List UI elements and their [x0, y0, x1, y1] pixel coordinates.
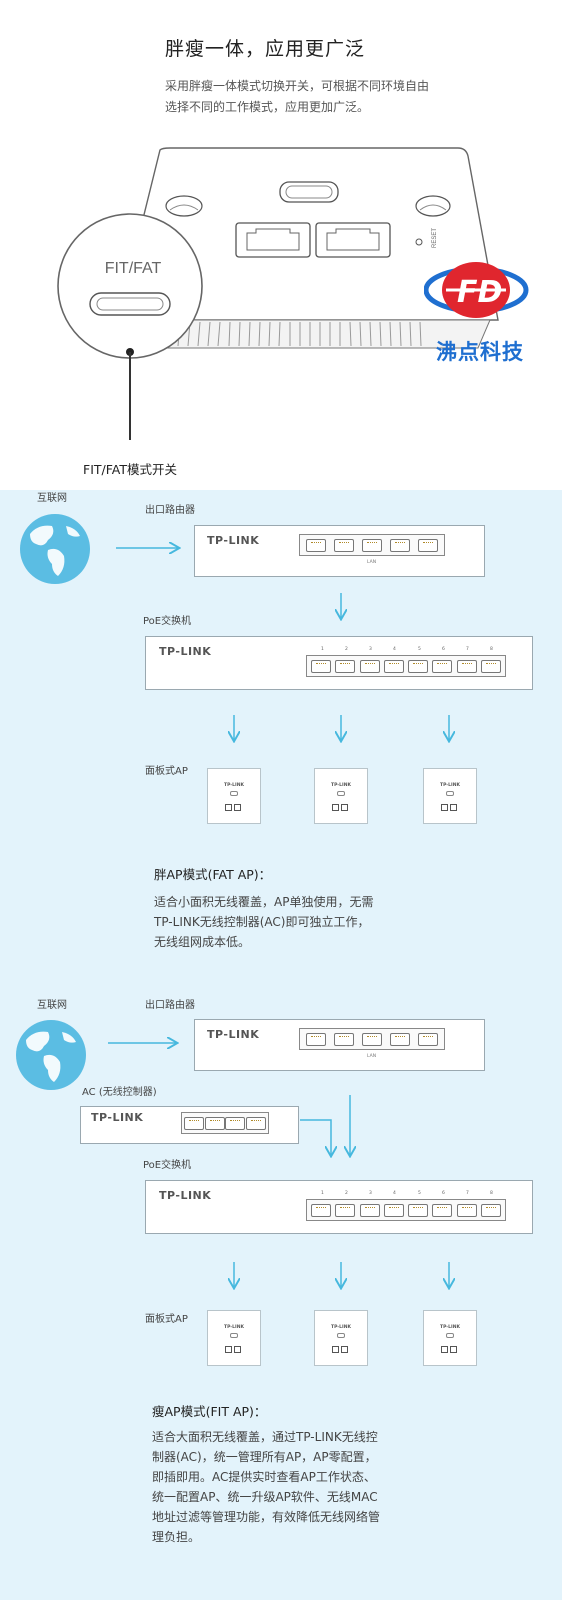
fit-poe-brand: TP-LINK [159, 1189, 212, 1202]
fit-poe-switch: TP-LINK 1 2 3 4 5 6 7 8 [145, 1180, 533, 1234]
fit-ap-1: TP-LINK [207, 1310, 261, 1366]
intro-line-2: 选择不同的工作模式，应用更加广泛。 [165, 100, 370, 114]
fat-internet-label: 互联网 [37, 493, 67, 504]
fit-internet-label: 互联网 [37, 1000, 67, 1011]
fit-lan-label: LAN [367, 1054, 377, 1059]
fat-router-label: 出口路由器 [145, 505, 195, 516]
page-title: 胖瘦一体，应用更广泛 [165, 38, 366, 60]
fit-ac-ports [181, 1112, 269, 1134]
zoom-label: FIT/FAT [105, 260, 162, 277]
fit-poe-ports [306, 1199, 506, 1221]
fat-lan-label: LAN [367, 560, 377, 565]
fit-router-ports [299, 1028, 445, 1050]
fat-ap-label: 面板式AP [145, 766, 188, 777]
fat-router-ports [299, 534, 445, 556]
fit-mode-desc: 适合大面积无线覆盖，通过TP-LINK无线控 制器(AC)，统一管理所有AP，A… [152, 1430, 381, 1544]
fit-poe-label: PoE交换机 [143, 1160, 192, 1171]
fat-poe-switch: TP-LINK 1 2 3 4 5 6 7 8 [145, 636, 533, 690]
fat-globe-icon [20, 514, 90, 584]
fat-mode-desc: 适合小面积无线覆盖，AP单独使用，无需 TP-LINK无线控制器(AC)即可独立… [154, 895, 374, 949]
panel-ap-illustration: RESET FIT/FAT [57, 147, 499, 440]
fit-ap-label: 面板式AP [145, 1314, 188, 1325]
fit-ap-3: TP-LINK [423, 1310, 477, 1366]
fit-router: TP-LINK LAN [194, 1019, 485, 1071]
fat-ap-1: TP-LINK [207, 768, 261, 824]
fat-ap-2: TP-LINK [314, 768, 368, 824]
svg-text:FD: FD [457, 275, 502, 310]
fit-ac-controller: TP-LINK [80, 1106, 299, 1144]
watermark-logo-icon: FD [424, 262, 529, 318]
watermark-text: 沸点科技 [436, 340, 524, 364]
fit-router-brand: TP-LINK [207, 1028, 260, 1041]
fat-mode-title: 胖AP模式(FAT AP)： [154, 867, 272, 882]
fat-poe-ports [306, 655, 506, 677]
fit-ac-brand: TP-LINK [91, 1111, 144, 1124]
fit-globe-icon [16, 1020, 86, 1090]
fit-ap-2: TP-LINK [314, 1310, 368, 1366]
fat-router-brand: TP-LINK [207, 534, 260, 547]
intro-text: 采用胖瘦一体模式切换开关，可根据不同环境自由 选择不同的工作模式，应用更加广泛。 [165, 76, 429, 118]
fit-ac-label: AC (无线控制器) [82, 1087, 157, 1098]
fat-router: TP-LINK LAN [194, 525, 485, 577]
fat-poe-brand: TP-LINK [159, 645, 212, 658]
fat-poe-label: PoE交换机 [143, 616, 192, 627]
fat-ap-3: TP-LINK [423, 768, 477, 824]
intro-line-1: 采用胖瘦一体模式切换开关，可根据不同环境自由 [165, 79, 430, 93]
fit-router-label: 出口路由器 [145, 1000, 195, 1011]
reset-label: RESET [432, 228, 438, 248]
fit-mode-title: 瘦AP模式(FIT AP)： [152, 1404, 267, 1419]
switch-caption: FIT/FAT模式开关 [83, 462, 177, 477]
product-section: 胖瘦一体，应用更广泛 采用胖瘦一体模式切换开关，可根据不同环境自由 选择不同的工… [0, 0, 562, 490]
